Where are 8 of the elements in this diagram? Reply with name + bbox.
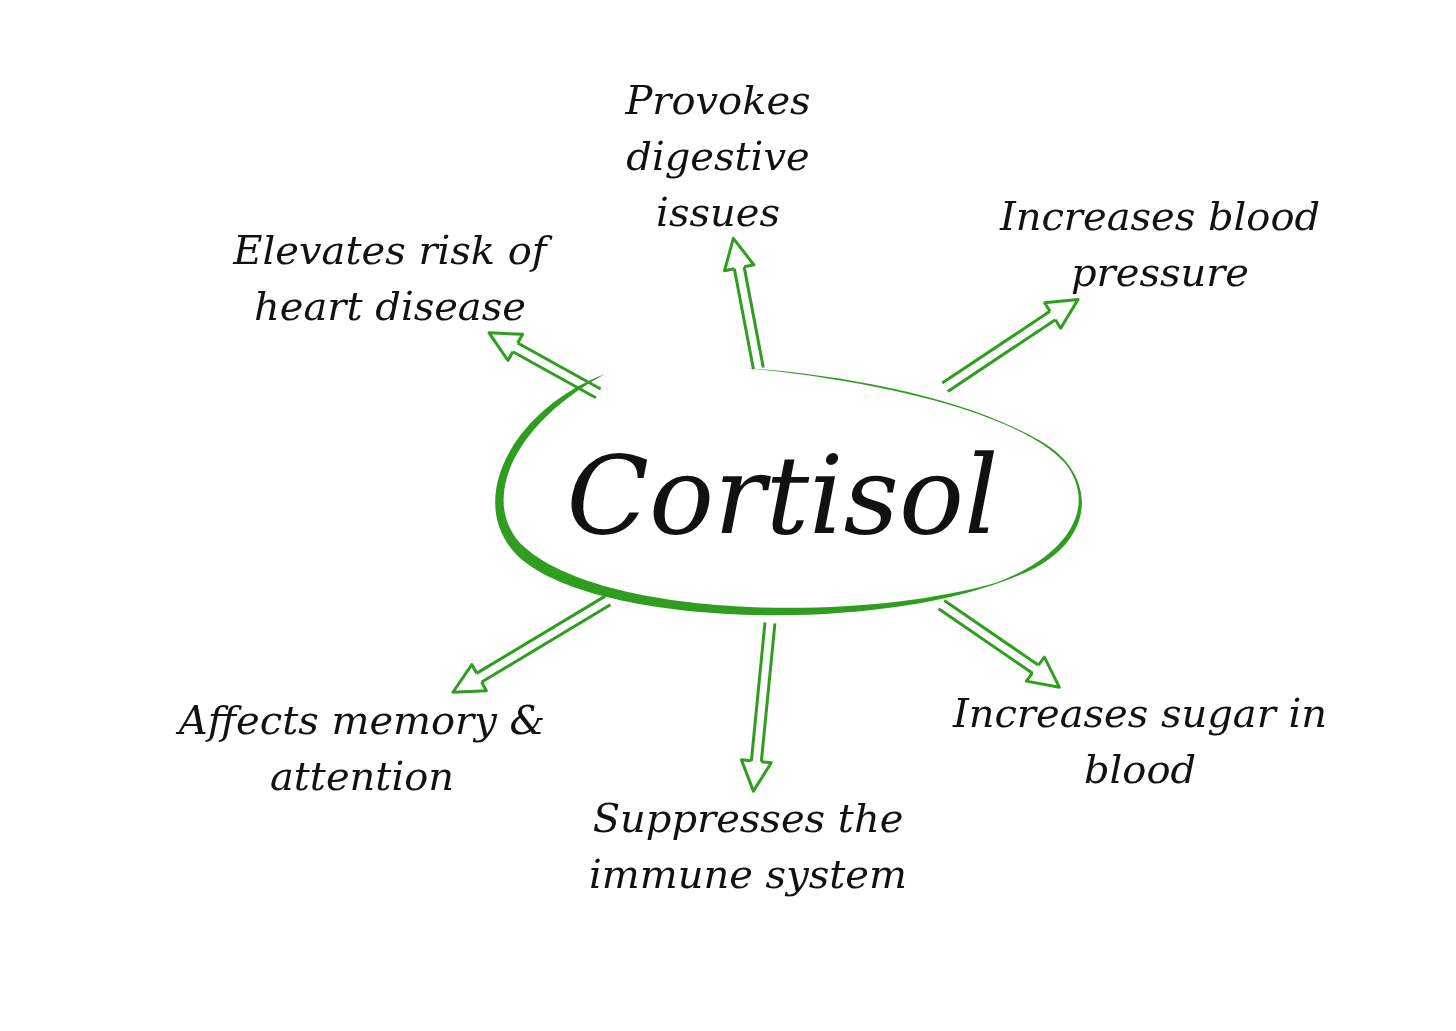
hollow-arrow (937, 599, 1061, 689)
hollow-arrow (940, 298, 1080, 393)
hollow-arrow (723, 236, 765, 371)
center-title: Cortisol (566, 435, 999, 556)
effect-label: Increases blood pressure (935, 188, 1385, 300)
hollow-arrow (739, 620, 777, 793)
hollow-arrow (451, 594, 612, 694)
hollow-arrow (487, 331, 603, 400)
